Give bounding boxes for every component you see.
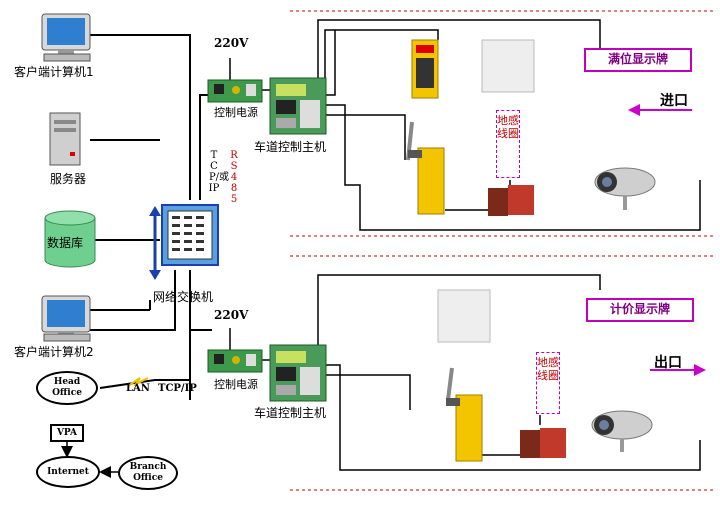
camera-top-icon (594, 167, 656, 210)
lan-label: LAN (126, 383, 150, 394)
network-switch-label: 网络交换机 (153, 290, 214, 304)
voltage-bottom-label: 220V (214, 308, 249, 322)
camera-bottom-icon (591, 410, 653, 452)
network-wires (90, 34, 212, 400)
server-icon (49, 112, 81, 166)
branch-office-label: Branch Office (129, 462, 167, 483)
loop-detector-bottom-icon (520, 428, 566, 458)
client-computer-2-icon (41, 295, 91, 342)
client-computer-1-icon (41, 13, 91, 62)
branch-office-node: Branch Office (118, 456, 178, 490)
database-label: 数据库 (47, 236, 84, 250)
client-computer-2-label: 客户端计算机2 (14, 345, 94, 359)
loop-coil-top-label: 地感线圈 (496, 110, 520, 178)
barrier-gate-top-icon (406, 121, 445, 215)
internet-label: Internet (47, 466, 89, 477)
entrance-arrow-icon (628, 104, 640, 116)
comm-rs485-label: RS485 (230, 150, 238, 205)
price-display-label: 计价显示牌 (586, 298, 694, 322)
loop-detector-top-icon (488, 185, 534, 216)
barrier-gate-bottom-icon (446, 367, 483, 462)
network-switch-icon (161, 204, 219, 266)
bottom-lane-wires (229, 274, 701, 471)
top-lane-wires (229, 19, 701, 231)
switch-arrow-up-icon (149, 206, 161, 216)
card-reader-bottom-icon (437, 289, 491, 343)
client-computer-1-label: 客户端计算机1 (14, 65, 94, 79)
control-power-top-icon (207, 79, 263, 103)
database-icon (44, 210, 96, 268)
control-power-bottom-icon (207, 349, 263, 373)
tcpip-label: TCP/IP (158, 383, 197, 394)
loop-coil-bottom-label: 地感线圈 (536, 352, 560, 414)
server-label: 服务器 (50, 172, 87, 186)
lane-controller-top-label: 车道控制主机 (254, 140, 327, 154)
switch-arrow-down-icon (149, 270, 161, 280)
control-power-top-label: 控制电源 (214, 106, 258, 119)
lane-controller-bottom-label: 车道控制主机 (254, 406, 327, 420)
exit-label: 出口 (654, 355, 682, 371)
head-office-node: Head Office (36, 371, 98, 405)
exit-arrow-icon (694, 364, 706, 376)
voltage-top-label: 220V (214, 36, 249, 50)
comm-tcpip-label: TCP/IP (208, 150, 220, 194)
full-display-sign-icon (411, 39, 439, 99)
card-reader-top-icon (481, 39, 535, 93)
lane-controller-top-icon (269, 77, 327, 135)
lane-controller-bottom-icon (269, 344, 327, 402)
lightning-icon (127, 377, 149, 387)
internet-node: Internet (36, 456, 100, 488)
control-power-bottom-label: 控制电源 (214, 378, 258, 391)
vpa-node: VPA (50, 424, 84, 442)
entrance-label: 进口 (660, 93, 688, 109)
full-display-label: 满位显示牌 (584, 48, 692, 72)
head-office-label: Head Office (52, 377, 82, 398)
comm-or-label: 或 (219, 172, 229, 183)
